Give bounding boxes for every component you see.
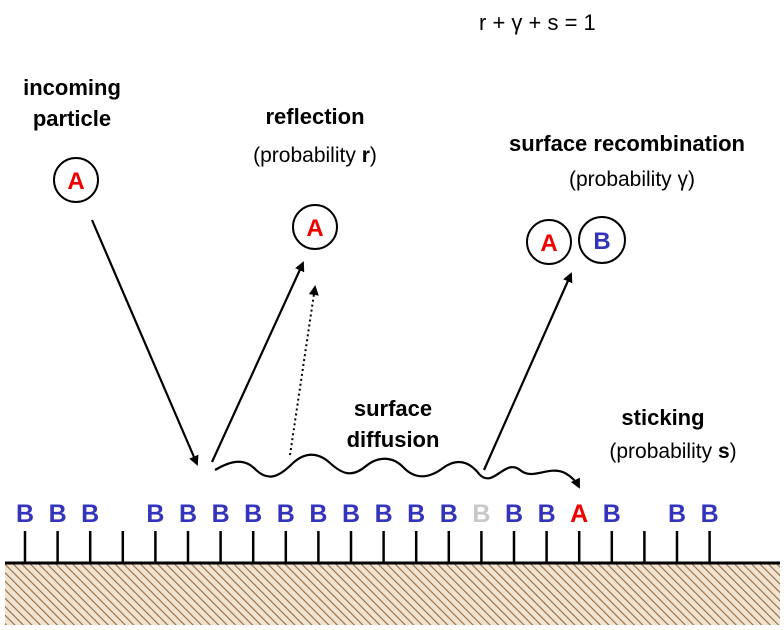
diffusion-label-line2: diffusion: [347, 427, 440, 452]
reflection-prob-prefix: (probability: [253, 144, 362, 167]
reflection-prob-variable: r: [362, 144, 370, 167]
sticking-prob-suffix: ): [730, 440, 737, 463]
recombined-b-circle: [578, 216, 626, 264]
adsorbate-b: B: [440, 500, 458, 528]
substrate: [5, 563, 780, 625]
reflected-particle: A: [292, 204, 338, 250]
adsorbate-b: B: [342, 500, 360, 528]
vacated-adsorbate-b: B: [472, 500, 490, 528]
adsorbate-b: B: [146, 500, 164, 528]
recombined-a-label: A: [540, 230, 557, 257]
adsorbate-b: B: [538, 500, 556, 528]
adsorbate-b: B: [375, 500, 393, 528]
surface-diffusion-path: [214, 453, 580, 489]
incoming-particle-circle: [53, 157, 99, 203]
recombined-b-label: B: [593, 228, 610, 255]
sticking-prob-variable: s: [718, 440, 730, 463]
reflection-prob-suffix: ): [370, 144, 377, 167]
adsorbate-b: B: [16, 500, 34, 528]
incoming-label-line1: incoming: [23, 75, 121, 100]
reflection-arrow: [210, 261, 305, 463]
stuck-adsorbate-a: A: [570, 500, 588, 528]
reflection-probability: (probability r): [253, 144, 377, 167]
adsorbate-b: B: [505, 500, 523, 528]
recombined-a-circle: [526, 219, 572, 265]
reflected-particle-circle: [292, 204, 338, 250]
diffusion-label-line1: surface: [354, 396, 432, 421]
reflected-particle-label: A: [306, 215, 323, 242]
adsorbate-b: B: [81, 500, 99, 528]
reflection-dotted-arrow: [289, 285, 319, 456]
reflection-label: reflection: [265, 104, 364, 129]
sticking-prob-prefix: (probability: [609, 440, 718, 463]
adsorbate-b: B: [701, 500, 719, 528]
adsorbate-b: B: [244, 500, 262, 528]
recombination-probability: (probability γ): [569, 168, 695, 191]
incoming-particle: A: [53, 157, 99, 203]
probability-sum-equation: r + γ + s = 1: [479, 10, 596, 35]
adsorbate-b: B: [668, 500, 686, 528]
sticking-probability: (probability s): [609, 440, 736, 463]
sticking-label: sticking: [621, 405, 704, 430]
incoming-arrow: [90, 219, 199, 466]
adsorbate-b: B: [212, 500, 230, 528]
adsorbate-b: B: [309, 500, 327, 528]
adsorbate-b: B: [603, 500, 621, 528]
incoming-label-line2: particle: [33, 106, 111, 131]
recombined-molecule: A B: [526, 216, 626, 265]
incoming-particle-label: A: [67, 168, 84, 195]
recombination-label: surface recombination: [509, 131, 745, 156]
adsorbate-b: B: [49, 500, 67, 528]
adsorbate-b: B: [407, 500, 425, 528]
recombination-arrow: [482, 272, 573, 471]
adsorbate-b: B: [277, 500, 295, 528]
adsorbate-b: B: [179, 500, 197, 528]
